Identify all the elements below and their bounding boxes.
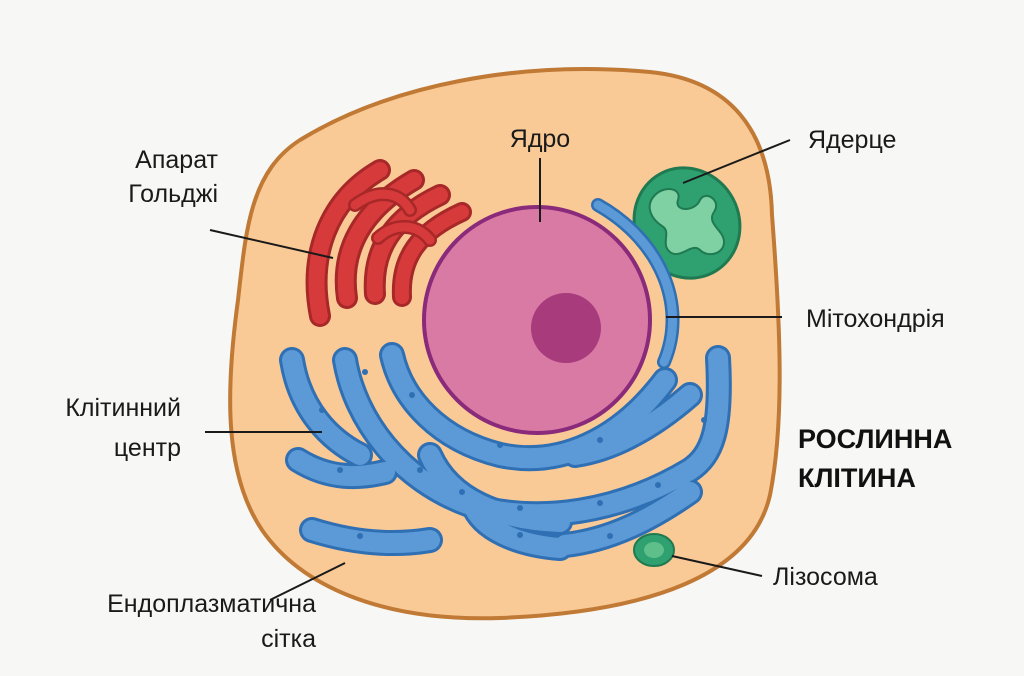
- lysosome-leader-line: [671, 555, 763, 577]
- nuclear-envelope-er: [591, 198, 680, 369]
- er-leader-line: [269, 562, 346, 601]
- diagram-title-line2: КЛІТИНА: [798, 463, 916, 493]
- endoplasmic-reticulum: [279, 342, 732, 561]
- nucleolus-leader-line: [682, 139, 791, 184]
- centrosome-label-line1: Клітинний: [65, 394, 181, 422]
- nucleus-label: Ядро: [510, 125, 570, 153]
- golgi-label-line1: Апарат: [135, 146, 218, 174]
- centrosome-label-line2: центр: [114, 434, 181, 462]
- golgi-label-line2: Гольджі: [128, 180, 218, 208]
- golgi-apparatus: [305, 159, 472, 327]
- nucleolus: [531, 293, 601, 363]
- nucleolus-label: Ядерце: [808, 126, 896, 154]
- lysosome-label: Лізосома: [773, 563, 878, 591]
- diagram-title-line1: РОСЛИННА: [798, 424, 952, 454]
- lysosome: [633, 533, 675, 567]
- mitochondria-label: Мітохондрія: [806, 305, 945, 333]
- er-label-line2: сітка: [261, 625, 316, 653]
- golgi-leader-line: [209, 229, 334, 259]
- er-label-line1: Ендоплазматична: [107, 590, 316, 618]
